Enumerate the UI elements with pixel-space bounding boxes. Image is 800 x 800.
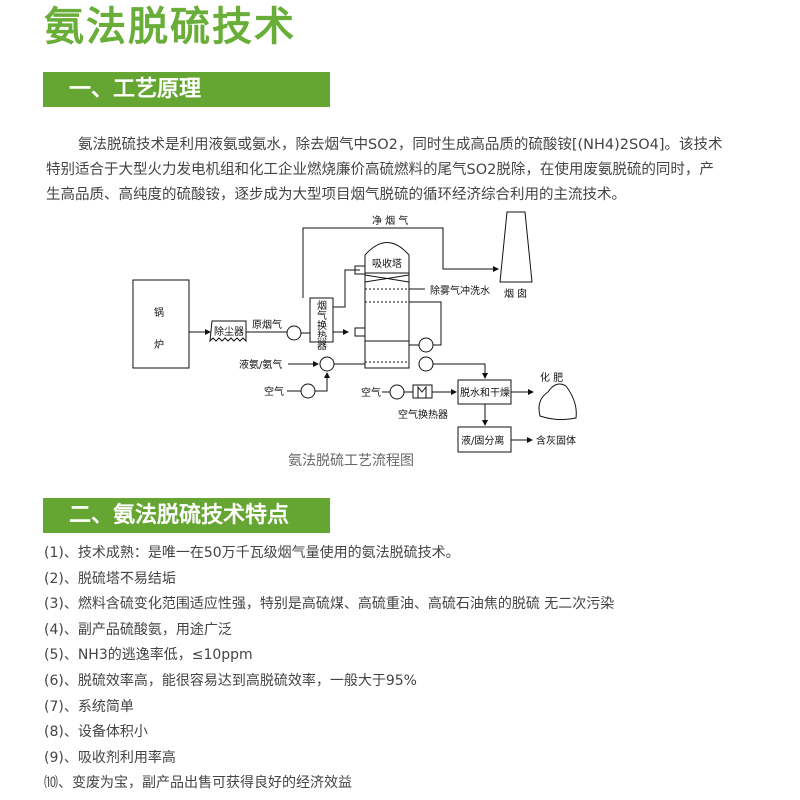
dust-collector-label: 除尘器 (214, 325, 244, 338)
list-item: (6)、脱硫效率高，能很容易达到高脱硫效率，一般大于95% (44, 672, 417, 689)
air-label: 空气 (361, 386, 381, 399)
absorber-dome (364, 242, 410, 273)
absorber-column (364, 272, 410, 369)
pump-icon (418, 337, 434, 353)
separation-label: 液/固分离 (461, 434, 504, 447)
air-heat-exchanger-label: 空气换热器 (398, 408, 448, 421)
list-item: (9)、吸收剂利用率高 (44, 749, 176, 766)
principle-paragraph: 氨法脱硫技术是利用液氨或氨水，除去烟气中SO2，同时生成高品质的硫酸铵[(NH4… (46, 137, 723, 203)
list-item: (5)、NH3的逃逸率低，≤10ppm (44, 647, 253, 664)
dust-collector-box (209, 320, 247, 343)
fan-icon (300, 383, 316, 399)
features-list: (1)、技术成熟：是唯一在50万千瓦级烟气量使用的氨法脱硫技术。 (2)、脱硫塔… (44, 541, 614, 797)
boiler-label: 炉 (154, 339, 164, 351)
chimney-shape (499, 211, 533, 283)
mist-water-label: 除雾气冲洗水 (430, 284, 490, 297)
ash-solids-label: 含灰固体 (536, 434, 576, 447)
ammonia-label: 液氨/氨气 (239, 358, 282, 371)
absorber-label: 吸收塔 (372, 257, 402, 270)
heat-exchanger-label: 烟 (317, 299, 327, 312)
mixer-icon (319, 356, 335, 372)
dewater-dry-label: 脱水和干燥 (460, 386, 510, 399)
fan-icon (286, 325, 302, 341)
boiler-label: 锅 (154, 307, 164, 319)
heat-exchanger-box (309, 297, 334, 343)
list-item: (1)、技术成熟：是唯一在50万千瓦级烟气量使用的氨法脱硫技术。 (44, 545, 460, 561)
fan-icon (389, 384, 405, 400)
list-item: ⑽、变废为宝，副产品出售可获得良好的经济效益 (44, 775, 352, 792)
heat-exchanger-label: 换 (317, 319, 327, 332)
chimney-label: 烟 囱 (504, 287, 527, 300)
list-item: (2)、脱硫塔不易结垢 (44, 570, 176, 587)
diagram-caption: 氨法脱硫工艺流程图 (288, 453, 414, 469)
raw-flue-gas-label: 原烟气 (252, 318, 282, 331)
clean-flue-gas-label: 净 烟 气 (372, 214, 408, 227)
boiler-box (132, 279, 190, 369)
list-item: (7)、系统简单 (44, 698, 134, 715)
pump-icon (418, 356, 434, 372)
page-title: 氨法脱硫技术 (44, 4, 296, 50)
list-item: (3)、燃料含硫变化范围适应性强，特别是高硫煤、高硫重油、高硫石油焦的脱硫 无二… (44, 596, 615, 613)
fertilizer-label: 化 肥 (540, 371, 563, 384)
heat-exchanger-label: 气 (317, 309, 327, 322)
section-heading-features: 二、氨法脱硫技术特点 (43, 498, 330, 533)
air-label: 空气 (264, 385, 284, 398)
list-item: (8)、设备体积小 (44, 724, 148, 741)
list-item: (4)、副产品硫酸氨，用途广泛 (44, 621, 232, 638)
section-heading-principle: 一、工艺原理 (43, 72, 330, 107)
heat-exchanger-label: 热 (317, 329, 327, 342)
fertilizer-pile (538, 383, 577, 421)
heat-exchanger-label: 器 (317, 340, 327, 352)
